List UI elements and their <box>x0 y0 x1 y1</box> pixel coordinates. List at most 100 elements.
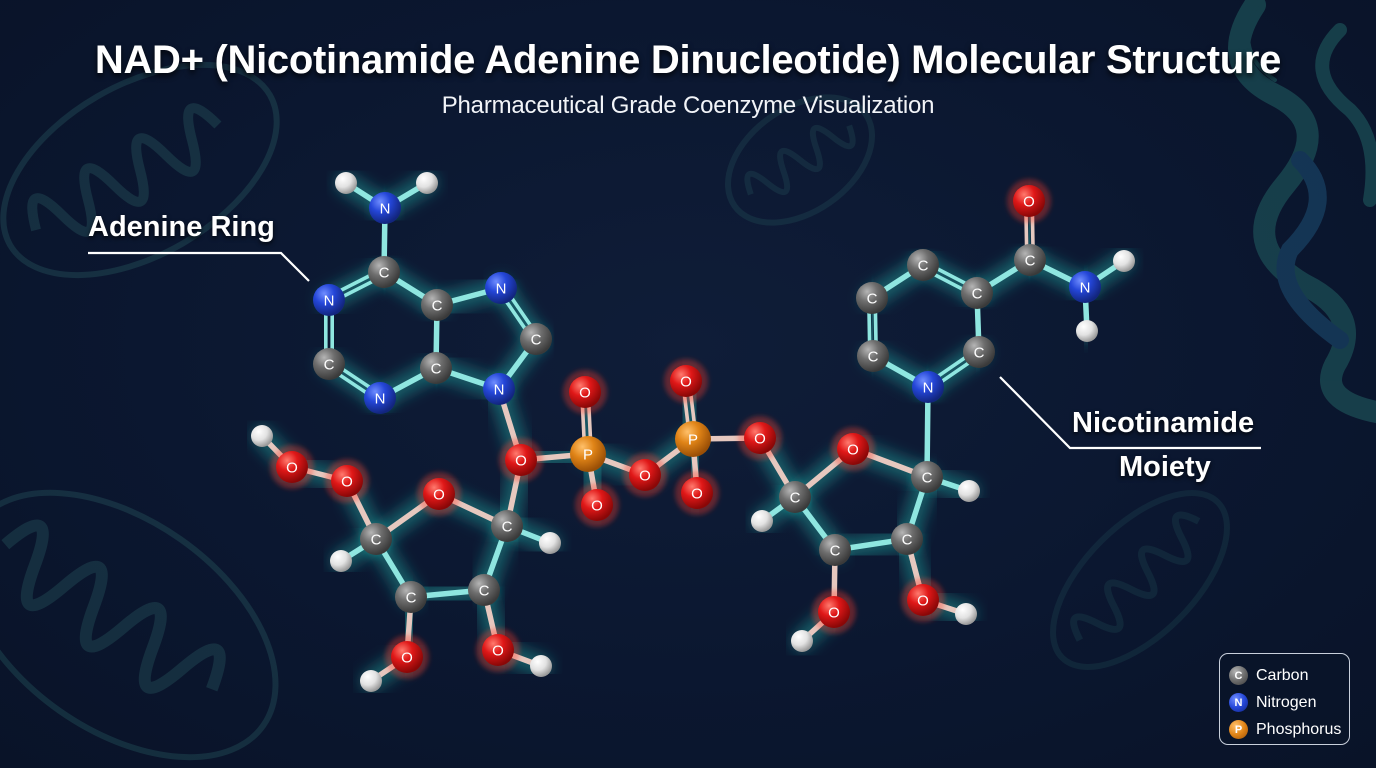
nicotinamide-label-line2: Moiety <box>1119 451 1211 483</box>
svg-text:O: O <box>591 498 603 515</box>
svg-text:O: O <box>433 487 445 504</box>
hydrogen-atom <box>751 510 773 532</box>
svg-text:C: C <box>324 357 335 374</box>
svg-text:C: C <box>922 470 933 487</box>
legend-label-carbon: Carbon <box>1256 666 1309 684</box>
svg-text:O: O <box>639 468 651 485</box>
oxygen-atom: O <box>575 483 619 527</box>
svg-text:N: N <box>496 281 507 298</box>
hydrogen-atom <box>791 630 813 652</box>
carbon-atom: C <box>313 348 345 380</box>
oxygen-atom: O <box>499 438 543 482</box>
oxygen-atom: O <box>831 427 875 471</box>
svg-text:C: C <box>902 532 913 549</box>
svg-text:O: O <box>515 453 527 470</box>
svg-text:O: O <box>401 650 413 667</box>
svg-text:C: C <box>379 265 390 282</box>
hydrogen-atom <box>530 655 552 677</box>
oxygen-atom: O <box>664 359 708 403</box>
hydrogen-atom <box>330 550 352 572</box>
svg-text:N: N <box>494 382 505 399</box>
svg-text:C: C <box>502 519 513 536</box>
svg-text:C: C <box>531 332 542 349</box>
oxygen-atom: O <box>385 635 429 679</box>
nitrogen-atom: N <box>313 284 345 316</box>
carbon-atom: C <box>395 581 427 613</box>
svg-text:O: O <box>680 374 692 391</box>
svg-text:N: N <box>324 293 335 310</box>
nitrogen-atom: N <box>483 373 515 405</box>
carbon-atom: C <box>420 352 452 384</box>
hydrogen-atom <box>251 425 273 447</box>
svg-text:P: P <box>688 432 698 449</box>
svg-text:O: O <box>754 431 766 448</box>
oxygen-atom: O <box>675 471 719 515</box>
svg-text:O: O <box>828 605 840 622</box>
svg-text:O: O <box>1023 194 1035 211</box>
carbon-atom: C <box>907 249 939 281</box>
oxygen-atom: O <box>417 472 461 516</box>
svg-text:C: C <box>972 286 983 303</box>
oxygen-atom: O <box>325 459 369 503</box>
svg-text:C: C <box>867 291 878 308</box>
oxygen-atom: O <box>270 445 314 489</box>
svg-text:N: N <box>375 391 386 408</box>
page-title: NAD+ (Nicotinamide Adenine Dinucleotide)… <box>94 38 1282 82</box>
carbon-atom-icon: C <box>1229 666 1248 685</box>
oxygen-atom: O <box>623 453 667 497</box>
nicotinamide-label-line1: Nicotinamide <box>1072 407 1255 439</box>
svg-text:P: P <box>583 447 593 464</box>
carbon-atom: C <box>360 523 392 555</box>
carbon-atom: C <box>911 461 943 493</box>
nitrogen-atom: N <box>912 371 944 403</box>
mitochondrion-top-center-icon <box>724 94 876 226</box>
svg-text:C: C <box>479 583 490 600</box>
hydrogen-atom <box>539 532 561 554</box>
oxygen-atom: O <box>738 416 782 460</box>
carbon-atom: C <box>368 256 400 288</box>
carbon-atom: C <box>963 336 995 368</box>
svg-text:C: C <box>918 258 929 275</box>
legend-label-phosphorus: Phosphorus <box>1256 720 1342 738</box>
hydrogen-atom <box>416 172 438 194</box>
carbon-atom: C <box>468 574 500 606</box>
nicotinamide-leader-line <box>999 376 1261 450</box>
carbon-atom: C <box>819 534 851 566</box>
svg-text:C: C <box>371 532 382 549</box>
svg-text:C: C <box>868 349 879 366</box>
hydrogen-atom <box>1113 250 1135 272</box>
oxygen-atom: O <box>1007 179 1051 223</box>
svg-text:C: C <box>431 361 442 378</box>
carbon-atom: C <box>779 481 811 513</box>
hydrogen-atom <box>955 603 977 625</box>
carbon-atom: C <box>421 289 453 321</box>
carbon-atom: C <box>891 523 923 555</box>
hydrogen-atom <box>335 172 357 194</box>
svg-text:N: N <box>1080 280 1091 297</box>
legend-item-nitrogen: N Nitrogen <box>1229 689 1349 716</box>
svg-text:O: O <box>917 593 929 610</box>
phosphorus-atom-icon: P <box>1229 720 1248 739</box>
hydrogen-atom <box>958 480 980 502</box>
element-legend: C Carbon N Nitrogen P Phosphorus <box>1219 653 1350 745</box>
carbon-atom: C <box>961 277 993 309</box>
svg-text:O: O <box>341 474 353 491</box>
nitrogen-atom: N <box>1069 271 1101 303</box>
legend-item-carbon: C Carbon <box>1229 662 1349 689</box>
svg-text:O: O <box>286 460 298 477</box>
nitrogen-atom: N <box>485 272 517 304</box>
mitochondrion-bottom-left-icon <box>0 489 279 761</box>
legend-label-nitrogen: Nitrogen <box>1256 693 1317 711</box>
protein-helix-icon <box>1228 0 1376 424</box>
nitrogen-atom: N <box>364 382 396 414</box>
nitrogen-atom: N <box>369 192 401 224</box>
legend-item-phosphorus: P Phosphorus <box>1229 716 1349 743</box>
oxygen-atom: O <box>476 628 520 672</box>
adenine-leader-line <box>88 251 310 282</box>
svg-text:O: O <box>579 385 591 402</box>
hydrogen-atom <box>1076 320 1098 342</box>
svg-text:C: C <box>790 490 801 507</box>
oxygen-atom: O <box>563 370 607 414</box>
